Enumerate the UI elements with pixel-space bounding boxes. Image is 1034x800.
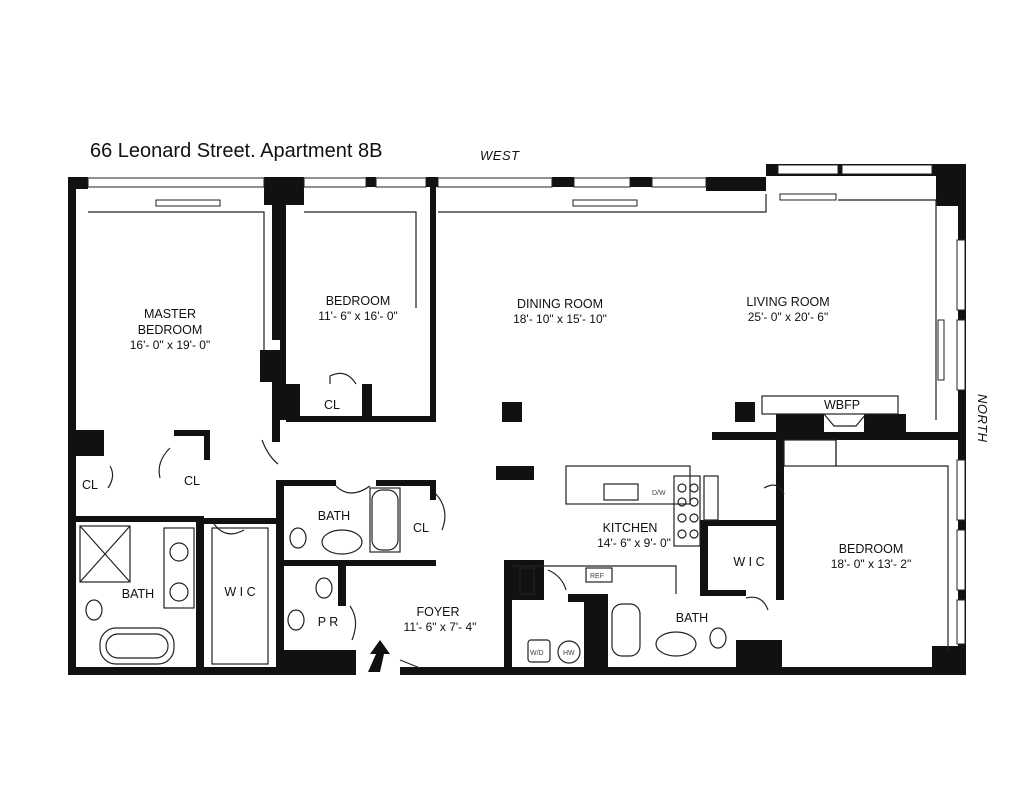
refrigerator-label: REF	[590, 573, 604, 580]
interior-walls	[68, 186, 966, 675]
bedroom1-dims: 11'- 6" x 16'- 0"	[318, 309, 398, 323]
hot-water-label: HW	[563, 650, 575, 657]
dishwasher-label: D/W	[652, 490, 666, 497]
washer-dryer-label: W/D	[530, 650, 544, 657]
kitchen-dims: 14'- 6" x 9'- 0"	[597, 536, 671, 550]
hall-bath-label: BATH	[318, 509, 350, 523]
bedroom1-label: BEDROOM	[326, 294, 391, 308]
kitchen-label: KITCHEN	[603, 521, 658, 535]
master-wic-label: W I C	[224, 585, 255, 599]
powder-room-label: P R	[318, 615, 339, 629]
dining-room-label: DINING ROOM	[517, 297, 603, 311]
room-labels: MASTER BEDROOM 16'- 0" x 19'- 0" BEDROOM…	[130, 294, 911, 634]
fixture-labels: CL CL CL CL BATH BATH BATH W I C W I C P…	[82, 398, 860, 657]
compass-north-label: NORTH	[975, 394, 990, 443]
plan-title: 66 Leonard Street. Apartment 8B	[90, 140, 382, 162]
master-closet-right-label: CL	[184, 474, 200, 488]
fixtures-outline	[79, 194, 949, 669]
compass-west-label: WEST	[480, 148, 520, 163]
bedroom2-label: BEDROOM	[839, 542, 904, 556]
bedroom2-dims: 18'- 0" x 13'- 2"	[831, 557, 911, 571]
plumbing-fixtures	[85, 483, 727, 665]
windows	[87, 164, 966, 645]
living-room-label: LIVING ROOM	[746, 295, 829, 309]
master-bath-label: BATH	[122, 587, 154, 601]
exterior-walls	[68, 164, 966, 675]
hall-closet-label: CL	[413, 521, 429, 535]
master-bedroom-label-line2: BEDROOM	[138, 323, 203, 337]
foyer-label: FOYER	[416, 605, 459, 619]
bedroom2-bath-label: BATH	[676, 611, 708, 625]
dining-room-dims: 18'- 10" x 15'- 10"	[513, 312, 607, 326]
bedroom2-wic-label: W I C	[733, 555, 764, 569]
foyer-dims: 11'- 6" x 7'- 4"	[404, 620, 477, 634]
entrance-arrow-icon	[368, 640, 390, 672]
bedroom1-closet-label: CL	[324, 398, 340, 412]
master-bedroom-dims: 16'- 0" x 19'- 0"	[130, 338, 210, 352]
master-bedroom-label-line1: MASTER	[144, 307, 196, 321]
master-closet-left-label: CL	[82, 478, 98, 492]
living-room-dims: 25'- 0" x 20'- 6"	[748, 310, 828, 324]
wbfp-label: WBFP	[824, 398, 860, 412]
